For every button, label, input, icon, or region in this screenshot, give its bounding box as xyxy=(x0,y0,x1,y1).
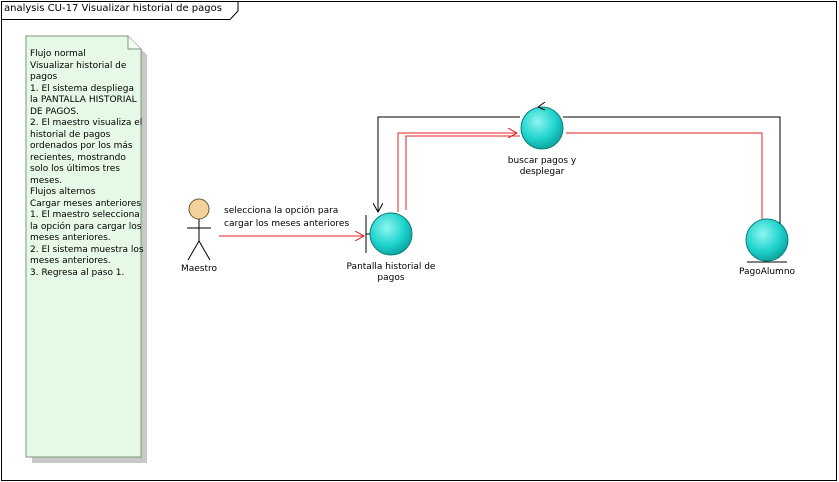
note-line: Visualizar historial de pagos xyxy=(30,60,127,83)
message-label-line1: selecciona la opción para xyxy=(224,206,339,216)
frame-title-tab xyxy=(1,1,239,20)
note-box xyxy=(25,35,142,458)
entity-pagoalumno[interactable] xyxy=(745,218,789,263)
boundary-pantalla-historial[interactable] xyxy=(365,212,413,256)
control-buscar-pagos[interactable] xyxy=(520,101,564,150)
note-line: 3. Regresa al paso 1. xyxy=(30,267,125,278)
frame-title: analysis CU-17 Visualizar historial de p… xyxy=(4,3,222,14)
note-line: Flujo normal xyxy=(30,49,86,59)
note-fold xyxy=(127,36,141,50)
flow-control-to-boundary xyxy=(405,135,520,210)
flow-boundary-to-control xyxy=(397,133,517,212)
note-line: 2. El maestro visualiza el historial de … xyxy=(30,118,143,186)
association-control-entity xyxy=(563,116,781,224)
actor-maestro[interactable] xyxy=(187,198,211,261)
entity-label: PagoAlumno xyxy=(738,267,796,277)
note-line: 1. El maestro selecciona la opción para … xyxy=(30,210,142,243)
note-line: 1. El sistema despliega la PANTALLA HIST… xyxy=(30,83,137,117)
note-text: Flujo normal Visualizar historial de pag… xyxy=(30,49,144,279)
actor-label: Maestro xyxy=(180,264,218,274)
control-label: buscar pagos y desplegar xyxy=(507,156,577,177)
note-line: Flujos alternos xyxy=(30,187,96,197)
note-line: Cargar meses anteriores xyxy=(30,198,141,209)
association-boundary-control xyxy=(378,116,520,212)
boundary-label: Pantalla historial de pagos xyxy=(346,262,436,283)
actor-head xyxy=(188,198,210,220)
message-label-line2: cargar los meses anteriores xyxy=(224,219,350,229)
note-line: 2. El sistema muestra los meses anterior… xyxy=(30,244,144,267)
flow-control-to-entity xyxy=(566,132,763,219)
